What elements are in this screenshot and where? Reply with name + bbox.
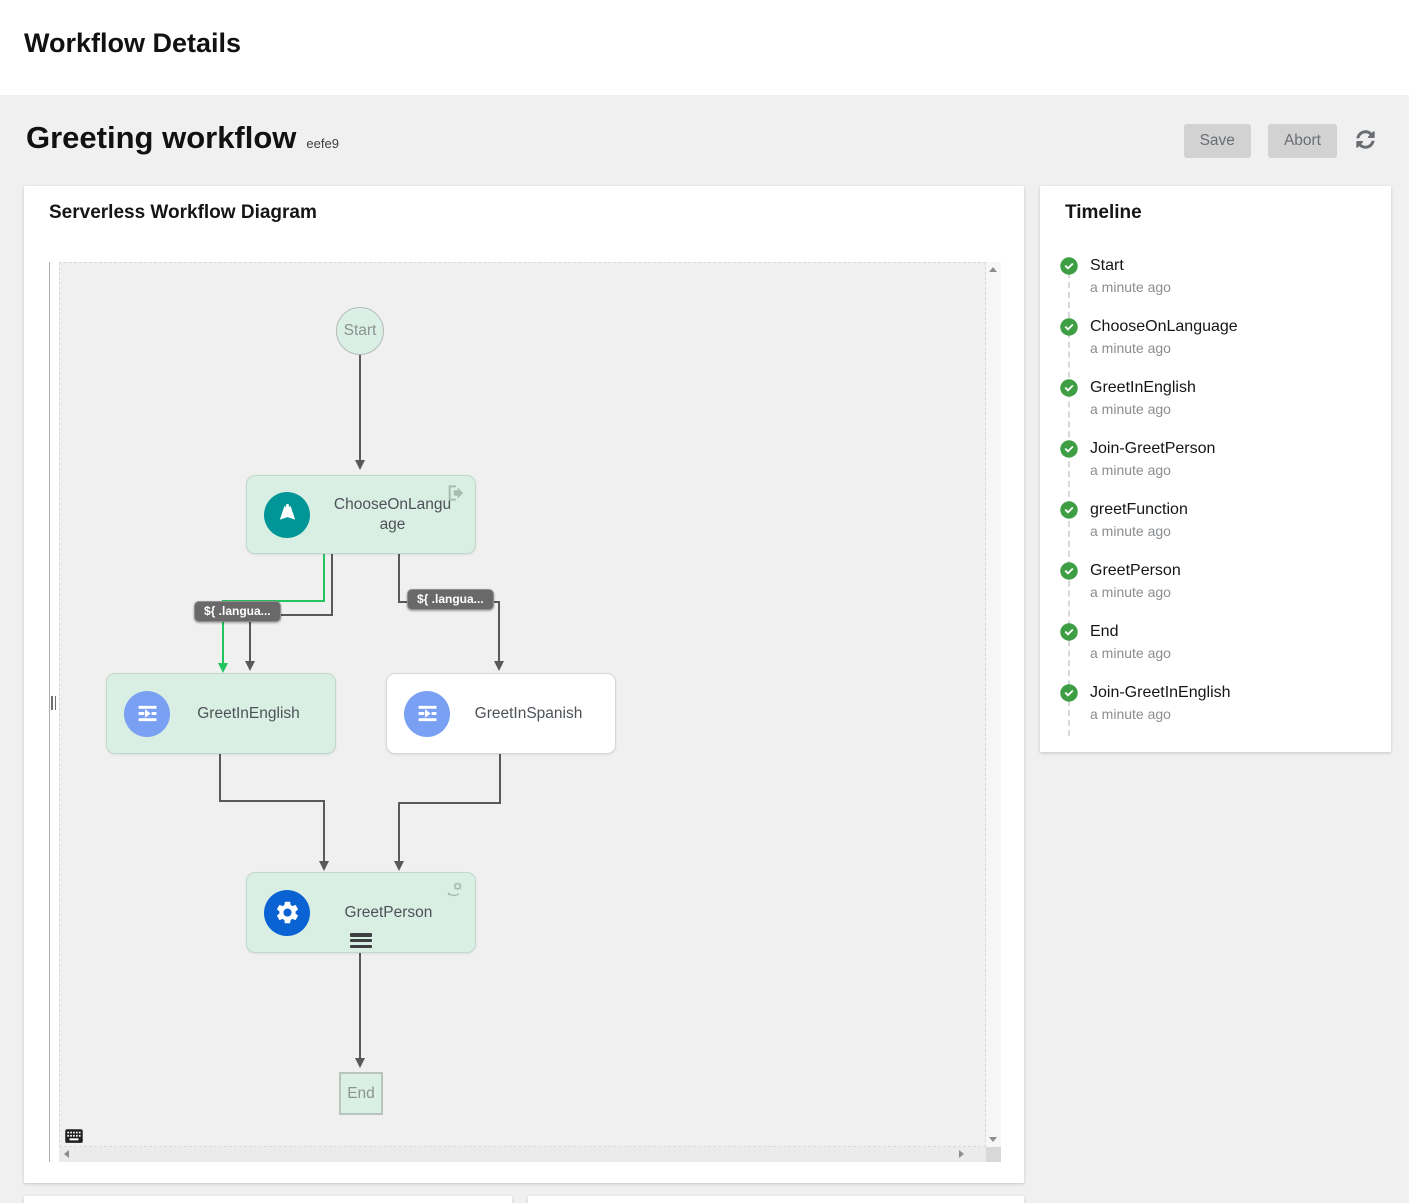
- timeline-item: GreetInEnglish a minute ago: [1060, 378, 1371, 418]
- node-start[interactable]: Start: [336, 307, 384, 355]
- timeline-item-time: a minute ago: [1090, 462, 1171, 478]
- node-greet-in-spanish[interactable]: GreetInSpanish: [386, 673, 616, 754]
- edge-condition-label: ${ .langua...: [407, 589, 494, 610]
- timeline-item-time: a minute ago: [1090, 401, 1171, 417]
- check-circle-icon: [1060, 318, 1078, 336]
- node-greet-in-english[interactable]: GreetInEnglish: [106, 673, 336, 754]
- check-circle-icon: [1060, 379, 1078, 397]
- timeline-item: End a minute ago: [1060, 622, 1371, 662]
- timeline-item-label: GreetPerson: [1090, 562, 1181, 579]
- node-greet-person[interactable]: GreetPerson: [246, 872, 476, 953]
- timeline-item-time: a minute ago: [1090, 523, 1171, 539]
- toolbar: Save Abort: [1183, 124, 1376, 158]
- timeline-item: Join-GreetInEnglish a minute ago: [1060, 683, 1371, 723]
- timeline-item: greetFunction a minute ago: [1060, 500, 1371, 540]
- timeline-item-time: a minute ago: [1090, 340, 1171, 356]
- timeline-item-time: a minute ago: [1090, 584, 1171, 600]
- horizontal-scrollbar[interactable]: [59, 1147, 986, 1162]
- timeline-item: Start a minute ago: [1060, 256, 1371, 296]
- timeline-item: GreetPerson a minute ago: [1060, 561, 1371, 601]
- diagram-canvas[interactable]: Start ChooseOnLanguage: [59, 262, 986, 1147]
- check-circle-icon: [1060, 257, 1078, 275]
- check-circle-icon: [1060, 684, 1078, 702]
- next-panel-left: [24, 1196, 512, 1203]
- gear-hand-icon: [445, 880, 466, 900]
- timeline-item-label: End: [1090, 623, 1119, 640]
- check-circle-icon: [1060, 501, 1078, 519]
- save-button[interactable]: Save: [1183, 124, 1251, 158]
- workflow-id: eefe9: [306, 136, 339, 151]
- inject-arrow-icon: [124, 690, 170, 737]
- palette-divider[interactable]: [49, 262, 59, 1162]
- timeline-item-label: greetFunction: [1090, 501, 1188, 518]
- node-choose-on-language[interactable]: ChooseOnLanguage: [246, 475, 476, 554]
- timeline-item-time: a minute ago: [1090, 706, 1171, 722]
- page-title: Workflow Details: [24, 28, 242, 58]
- timeline-item-label: Join-GreetPerson: [1090, 440, 1216, 457]
- timeline-item-label: Join-GreetInEnglish: [1090, 684, 1231, 701]
- page-header: Workflow Details: [0, 0, 1409, 95]
- timeline-list: Start a minute ago ChooseOnLanguage a minu…: [1060, 256, 1371, 744]
- timeline-item-time: a minute ago: [1090, 279, 1171, 295]
- timeline-item: ChooseOnLanguage a minute ago: [1060, 317, 1371, 357]
- node-label: ChooseOnLanguage: [333, 496, 452, 533]
- scrollbar-corner: [986, 1147, 1001, 1162]
- diagram-panel: Serverless Workflow Diagram: [24, 186, 1024, 1183]
- branch-split-icon: [264, 491, 310, 538]
- timeline-item-time: a minute ago: [1090, 645, 1171, 661]
- exit-arrow-icon: [445, 483, 466, 503]
- chevron-up-icon[interactable]: [989, 267, 997, 272]
- grip-icon[interactable]: [51, 696, 56, 710]
- diagram-panel-title: Serverless Workflow Diagram: [49, 202, 317, 223]
- workflow-title: Greeting workflow eefe9: [26, 120, 339, 156]
- check-circle-icon: [1060, 562, 1078, 580]
- gear-icon: [264, 889, 310, 936]
- sync-icon: [1355, 130, 1375, 149]
- node-end[interactable]: End: [339, 1072, 383, 1115]
- diagram-frame: Start ChooseOnLanguage: [49, 262, 1001, 1162]
- node-label: GreetInEnglish: [197, 704, 300, 722]
- check-circle-icon: [1060, 440, 1078, 458]
- next-panel-right: [528, 1196, 1024, 1203]
- inject-arrow-icon: [404, 690, 450, 737]
- vertical-scrollbar[interactable]: [986, 262, 1001, 1147]
- node-label: GreetInSpanish: [474, 704, 583, 722]
- timeline-title: Timeline: [1065, 202, 1142, 223]
- timeline-item-label: Start: [1090, 257, 1124, 274]
- abort-button[interactable]: Abort: [1267, 124, 1337, 158]
- chevron-left-icon[interactable]: [64, 1150, 69, 1158]
- keyboard-icon[interactable]: [65, 1129, 83, 1144]
- timeline-item-label: GreetInEnglish: [1090, 379, 1196, 396]
- node-label: GreetPerson: [344, 903, 433, 921]
- timeline-panel: Timeline Start a minute ago ChooseOnLangu…: [1040, 186, 1391, 752]
- menu-icon: [350, 931, 372, 948]
- chevron-down-icon[interactable]: [989, 1137, 997, 1142]
- chevron-right-icon[interactable]: [959, 1150, 964, 1158]
- timeline-item-label: ChooseOnLanguage: [1090, 318, 1238, 335]
- refresh-button[interactable]: [1354, 130, 1376, 152]
- workflow-name: Greeting workflow: [26, 120, 297, 155]
- timeline-item: Join-GreetPerson a minute ago: [1060, 439, 1371, 479]
- check-circle-icon: [1060, 623, 1078, 641]
- edge-condition-label: ${ .langua...: [194, 601, 281, 622]
